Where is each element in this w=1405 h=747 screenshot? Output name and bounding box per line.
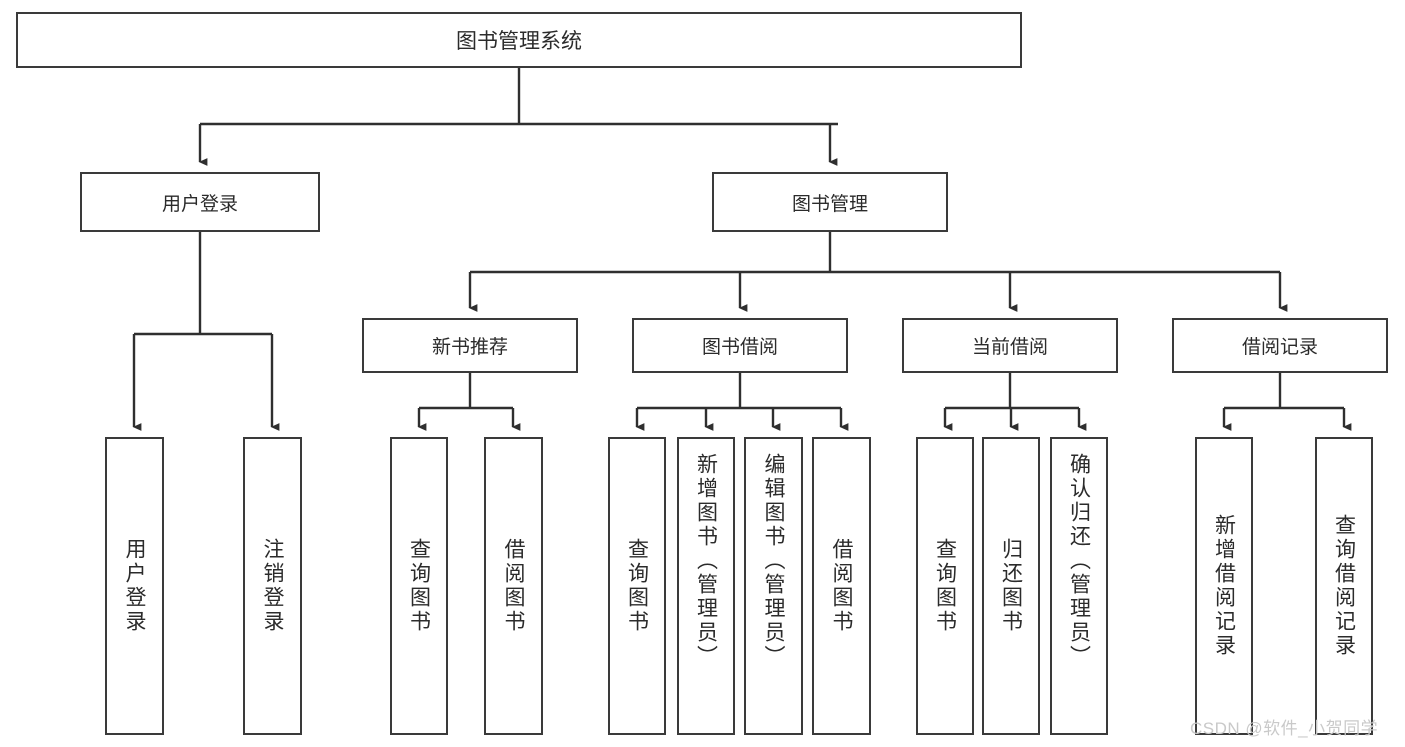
leaf-node[interactable]: 查询图书 <box>916 437 974 735</box>
leaf-node-label: 编辑图书（管理员） <box>762 453 785 669</box>
leaf-node-label: 查询图书 <box>933 538 957 634</box>
node-new-book-recommend[interactable]: 新书推荐 <box>362 318 578 373</box>
leaf-node[interactable]: 编辑图书（管理员） <box>744 437 803 735</box>
node-borrow-records[interactable]: 借阅记录 <box>1172 318 1388 373</box>
leaf-node[interactable]: 新增借阅记录 <box>1195 437 1253 735</box>
leaf-node[interactable]: 查询图书 <box>390 437 448 735</box>
leaf-node-label: 用户登录 <box>123 538 146 634</box>
leaf-node-label: 借阅图书 <box>502 538 525 634</box>
leaf-node[interactable]: 借阅图书 <box>484 437 543 735</box>
leaf-node-label: 新增借阅记录 <box>1212 514 1236 658</box>
leaf-node[interactable]: 用户登录 <box>105 437 164 735</box>
node-root[interactable]: 图书管理系统 <box>16 12 1022 68</box>
node-root-label: 图书管理系统 <box>456 30 582 53</box>
leaf-node[interactable]: 新增图书（管理员） <box>677 437 735 735</box>
leaf-node-label: 查询图书 <box>407 538 431 634</box>
leaf-node-label: 借阅图书 <box>830 538 853 634</box>
leaf-node[interactable]: 借阅图书 <box>812 437 871 735</box>
leaf-node[interactable]: 确认归还（管理员） <box>1050 437 1108 735</box>
node-new-book-recommend-label: 新书推荐 <box>431 337 508 358</box>
leaf-node[interactable]: 查询借阅记录 <box>1315 437 1373 735</box>
leaf-node-label: 确认归还（管理员） <box>1067 453 1091 669</box>
node-book-borrow[interactable]: 图书借阅 <box>632 318 848 373</box>
leaf-node-label: 归还图书 <box>999 538 1023 634</box>
watermark: CSDN @软件_小贺同学 <box>1190 719 1379 738</box>
leaf-node-label: 新增图书（管理员） <box>694 453 718 669</box>
node-book-management[interactable]: 图书管理 <box>712 172 948 232</box>
leaf-node-label: 注销登录 <box>261 538 284 634</box>
leaf-node-label: 查询图书 <box>625 538 649 634</box>
node-borrow-records-label: 借阅记录 <box>1241 337 1318 358</box>
node-current-borrow-label: 当前借阅 <box>971 337 1048 358</box>
node-user-login-label: 用户登录 <box>161 193 238 215</box>
leaf-node[interactable]: 查询图书 <box>608 437 666 735</box>
leaf-node[interactable]: 注销登录 <box>243 437 302 735</box>
leaf-node[interactable]: 归还图书 <box>982 437 1040 735</box>
leaf-node-label: 查询借阅记录 <box>1332 514 1356 658</box>
node-current-borrow[interactable]: 当前借阅 <box>902 318 1118 373</box>
node-book-management-label: 图书管理 <box>791 193 868 215</box>
node-book-borrow-label: 图书借阅 <box>701 337 778 358</box>
node-user-login[interactable]: 用户登录 <box>80 172 320 232</box>
